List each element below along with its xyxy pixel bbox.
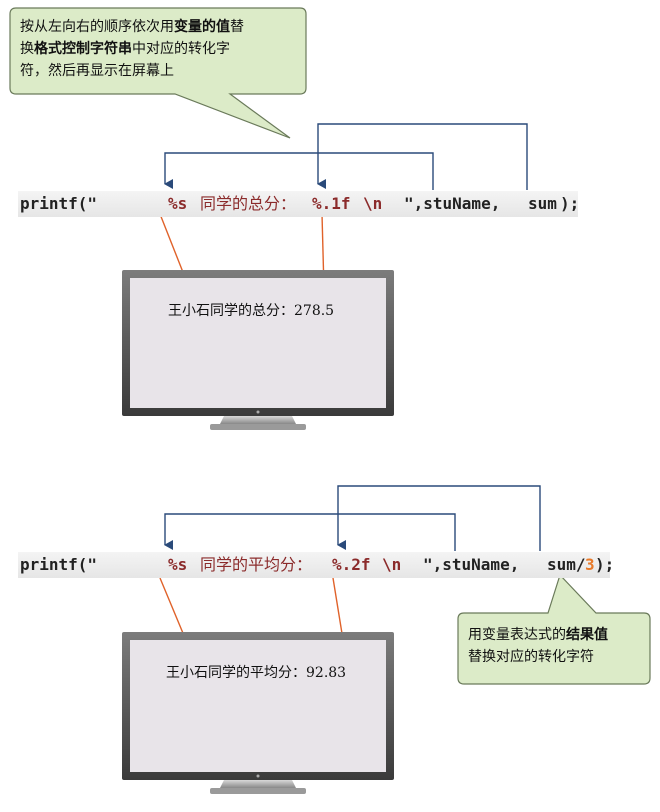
callout-bottom-text: 用变量表达式的结果值 替换对应的转化字符 — [468, 624, 646, 668]
format-spec-f: %.2f — [332, 555, 371, 574]
connector-sum-to-f-2 — [337, 485, 541, 551]
callout-top-line-1: 按从左向右的顺序依次用变量的值替 — [20, 19, 244, 35]
callout-bubble-top — [9, 7, 307, 139]
code-arg-sum: sum/ — [547, 555, 586, 574]
format-escape: \n — [363, 194, 383, 213]
format-text: 同学的总分： — [200, 194, 297, 213]
code-end: ); — [595, 555, 615, 574]
format-text: 同学的平均分： — [200, 555, 313, 574]
callout-bottom-line-1: 用变量表达式的结果值 — [468, 627, 608, 643]
connector-stuname-to-s-2 — [164, 513, 456, 551]
format-spec-s: %s — [168, 194, 188, 213]
code-end: ); — [560, 194, 580, 213]
connector-stuname-to-s-1 — [164, 152, 434, 190]
callout-bubble-bottom — [457, 573, 651, 685]
code-args: ",stuName, — [423, 555, 520, 574]
code-line-1: printf(" %s 同学的总分： %.1f \n ",stuName, su… — [18, 191, 580, 217]
monitor-1 — [122, 270, 394, 430]
code-line-2: printf(" %s 同学的平均分： %.2f \n ",stuName, s… — [18, 552, 614, 578]
format-escape: \n — [382, 555, 402, 574]
monitor-2 — [122, 632, 394, 794]
code-arg-sum: sum — [528, 194, 557, 213]
connector-sum-to-f-1 — [317, 123, 528, 190]
callout-top-line-3: 符，然后再显示在屏幕上 — [20, 63, 174, 79]
screen-2-output: 王小石同学的平均分：92.83 — [166, 665, 347, 681]
code-divisor: 3 — [585, 555, 595, 574]
format-spec-f: %.1f — [312, 194, 351, 213]
code-prefix: printf(" — [20, 555, 98, 574]
callout-top-text: 按从左向右的顺序依次用变量的值替 换格式控制字符串中对应的转化字 符，然后再显示… — [20, 16, 302, 82]
callout-bottom-line-2: 替换对应的转化字符 — [468, 649, 594, 665]
code-args: ",stuName, — [404, 194, 501, 213]
screen-1-output: 王小石同学的总分：278.5 — [168, 303, 335, 319]
callout-top-line-2: 换格式控制字符串中对应的转化字 — [20, 41, 230, 57]
code-prefix: printf(" — [20, 194, 98, 213]
format-spec-s: %s — [168, 555, 188, 574]
